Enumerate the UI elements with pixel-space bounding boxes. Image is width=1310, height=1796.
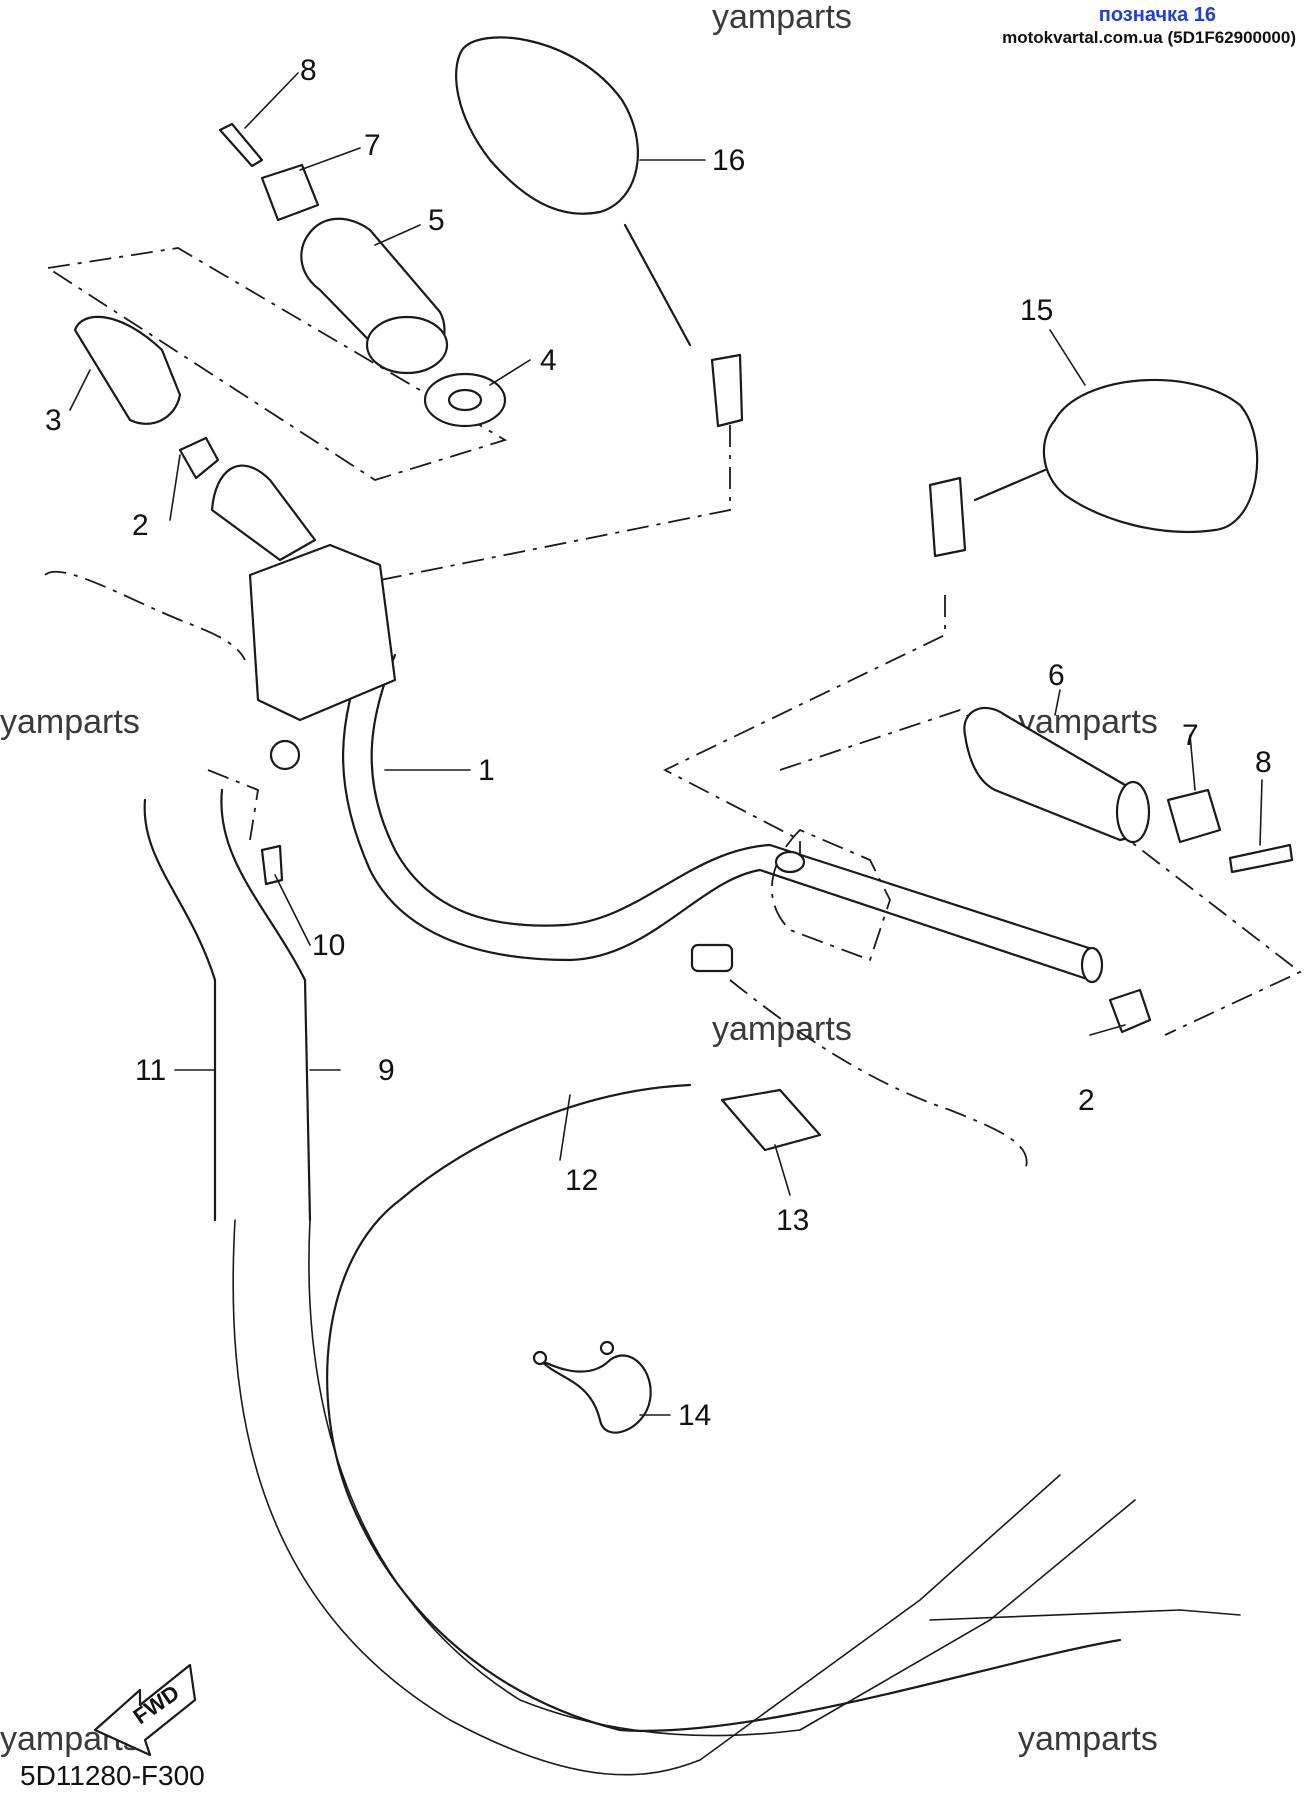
callout-7-left: 7: [364, 129, 381, 162]
cable-11-end: [699, 1474, 1061, 1761]
spacer-right: [1166, 788, 1222, 844]
fwd-arrow: [93, 1663, 197, 1757]
cable-adjuster: [720, 1088, 822, 1152]
lever-pivot: [269, 739, 301, 771]
mirror-left-stem: [623, 223, 692, 347]
grip-left-end: [365, 315, 449, 375]
right-lever-pivot: [690, 943, 734, 973]
mirror-right-mount: [774, 850, 806, 874]
mirror-right-guide: [662, 595, 946, 870]
watermark-top: yamparts: [712, 0, 852, 36]
callout-2-left: 2: [132, 509, 149, 542]
watermark-left: yamparts: [0, 703, 140, 741]
right-clamp-outline: [770, 828, 891, 962]
right-grip-assembly-box: [779, 708, 1302, 1036]
watermark-center: yamparts: [712, 1010, 852, 1048]
right-lever-outline: [729, 979, 1028, 1171]
throttle-cable-11: [143, 798, 217, 1222]
screw-left: [218, 122, 264, 168]
callout-15: 15: [1020, 294, 1053, 327]
watermark-bottom-right: yamparts: [1018, 1720, 1158, 1758]
callout-7-right: 7: [1182, 719, 1199, 752]
callout-14: 14: [678, 1399, 711, 1432]
callout-4: 4: [540, 344, 557, 377]
clip-tip-left: [532, 1350, 548, 1366]
screw-right: [1228, 843, 1294, 874]
clip-tip-top: [599, 1340, 615, 1356]
callout-12: 12: [565, 1164, 598, 1197]
bar-end-weight-right: [1108, 988, 1152, 1034]
cable-11-lower: [232, 1219, 701, 1776]
callout-8-left: 8: [300, 54, 317, 87]
callout-11: 11: [135, 1054, 166, 1087]
mirror-left-guide: [379, 425, 731, 581]
callout-13: 13: [776, 1204, 809, 1237]
callout-leaders: [69, 72, 1263, 1416]
clutch-cable-end: [929, 1609, 1241, 1621]
callout-1: 1: [478, 754, 495, 787]
callout-5: 5: [428, 204, 445, 237]
mirror-left-mount: [710, 353, 744, 428]
left-throttle-grip: [210, 464, 317, 562]
mirror-right-stem: [973, 468, 1047, 502]
switch-guide: [207, 769, 260, 841]
grip-right-end: [1115, 780, 1151, 844]
handlebar-outline-bottom: [370, 653, 1097, 952]
callout-6: 6: [1048, 659, 1065, 692]
handlebar-end: [1080, 946, 1104, 984]
left-lever-outline: [44, 570, 246, 661]
bar-end-weight-left: [178, 436, 220, 480]
diagram-code: 5D11280-F300: [20, 1760, 205, 1791]
header-subtitle: motokvartal.com.ua (5D1F62900000): [1002, 28, 1296, 47]
handlebar-outline-top: [342, 648, 1092, 982]
throttle-cable-9: [220, 788, 312, 1222]
clutch-cable-12: [326, 1083, 1122, 1732]
header-title: позначка 16: [1098, 4, 1216, 26]
cable-clip: [538, 1354, 652, 1434]
spacer-left: [260, 163, 320, 222]
watermark-right: yamparts: [1018, 703, 1158, 741]
mirror-right-stud: [928, 476, 967, 558]
callout-3: 3: [45, 404, 62, 437]
callout-16: 16: [712, 144, 745, 177]
mirror-right: [1042, 378, 1259, 534]
screw-switch: [260, 844, 284, 886]
throttle-sleeve: [73, 315, 182, 425]
left-switch-housing: [248, 543, 397, 722]
callout-10: 10: [312, 929, 345, 962]
callout-9: 9: [378, 1054, 395, 1087]
cable-9-lower: [308, 1219, 801, 1737]
left-grip-assembly-box: [47, 247, 508, 481]
callout-2-right: 2: [1078, 1084, 1095, 1117]
callout-8-right: 8: [1255, 746, 1272, 779]
cable-9-end: [799, 1499, 1136, 1731]
mirror-left: [455, 36, 639, 215]
washer-hole: [447, 388, 483, 412]
